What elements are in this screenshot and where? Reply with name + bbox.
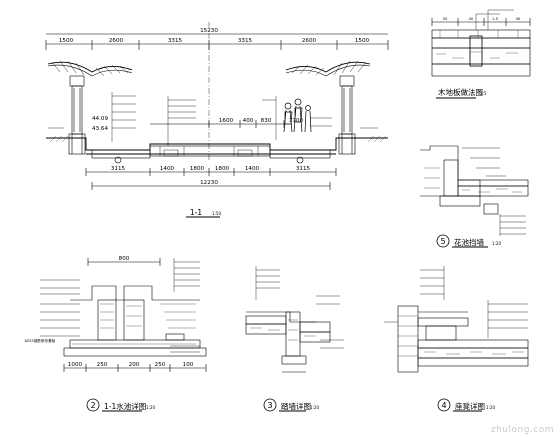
detail-3-number: 3 xyxy=(267,401,272,410)
detail-2-top-dim: 800 xyxy=(119,256,130,262)
detail-5-scale: 1:20 xyxy=(492,241,501,246)
detail-2-scale: 1:20 xyxy=(146,405,155,410)
detail-2-dim-5: 100 xyxy=(183,362,194,368)
mid-dim-2: 400 xyxy=(243,118,254,124)
detail-2-dim-1: 1000 xyxy=(68,362,83,368)
mid-dim-1: 1600 xyxy=(219,118,234,124)
overall-bottom-dim: 12230 xyxy=(200,180,218,186)
top-dim-5: 2600 xyxy=(302,38,317,44)
overall-top-dim: 15230 xyxy=(200,28,218,34)
section-1-1-texts: 1500 2600 3315 3315 2600 1500 15230 1600… xyxy=(59,28,370,217)
wood-floor-scale: 1:5 xyxy=(480,91,487,96)
bottom-dim-5: 1400 xyxy=(245,166,260,172)
top-dim-4: 3315 xyxy=(238,38,253,44)
wood-floor-title: 木地板做法图 xyxy=(438,87,483,97)
detail-2-pool xyxy=(40,258,207,412)
top-dim-1: 1500 xyxy=(59,38,74,44)
detail-5-title: 花池挡墙 xyxy=(454,237,484,247)
detail-4-scale: 1:20 xyxy=(486,405,495,410)
mid-dim-3: 830 xyxy=(261,118,272,124)
bottom-dim-4: 1800 xyxy=(215,166,230,172)
detail-2-dim-4: 250 xyxy=(155,362,166,368)
detail-5-flower-bed-wall xyxy=(420,145,529,248)
top-dim-6: 1500 xyxy=(355,38,370,44)
detail-2-number: 2 xyxy=(90,401,95,410)
top-dim-3: 3315 xyxy=(168,38,183,44)
bottom-dim-1: 3115 xyxy=(111,166,126,172)
wood-dim-2: 40 xyxy=(469,17,474,21)
detail-4-title: 座凳详图 xyxy=(455,401,485,411)
bottom-dim-3: 1800 xyxy=(190,166,205,172)
detail-3-scale: 1:20 xyxy=(310,405,319,410)
wood-floor-texts: 50 40 1.5 40 木地板做法图 1:5 xyxy=(438,17,521,97)
detail-4-bench xyxy=(384,266,529,412)
watermark: zhulong.com xyxy=(490,425,554,435)
detail-3-texts: 3 踏墙详图 1:20 xyxy=(267,401,319,411)
wood-floor-detail xyxy=(431,9,531,99)
section-1-1-title: 1-1 xyxy=(190,208,202,217)
top-dim-2: 2600 xyxy=(109,38,124,44)
level-1: 44.09 xyxy=(92,116,108,122)
detail-5-texts: 5 花池挡墙 1:20 xyxy=(440,237,501,247)
section-1-1-scale: 1:50 xyxy=(212,211,221,216)
detail-2-dim-3: 200 xyxy=(129,362,140,368)
detail-2-dim-2: 250 xyxy=(97,362,108,368)
detail-4-number: 4 xyxy=(441,401,446,410)
bottom-dim-6: 3115 xyxy=(296,166,311,172)
detail-2-texts: 800 1000 250 200 250 100 1Ø25钢筋条形基础 2 1-… xyxy=(24,256,194,411)
wood-dim-4: 40 xyxy=(516,17,521,21)
level-2: 43.64 xyxy=(92,126,108,132)
detail-5-number: 5 xyxy=(440,237,445,246)
wood-dim-3: 1.5 xyxy=(492,17,498,21)
bottom-dim-2: 1400 xyxy=(160,166,175,172)
wood-dim-1: 50 xyxy=(443,17,448,21)
detail-2-note: 1Ø25钢筋条形基础 xyxy=(24,338,56,343)
section-1-1 xyxy=(45,22,389,218)
mid-dim-4: 1700 xyxy=(289,118,304,124)
detail-3-step-wall xyxy=(245,266,344,412)
detail-4-texts: 4 座凳详图 1:20 xyxy=(441,401,495,411)
detail-2-title: 1-1水池详图 xyxy=(104,401,146,411)
detail-3-title: 踏墙详图 xyxy=(281,401,311,411)
